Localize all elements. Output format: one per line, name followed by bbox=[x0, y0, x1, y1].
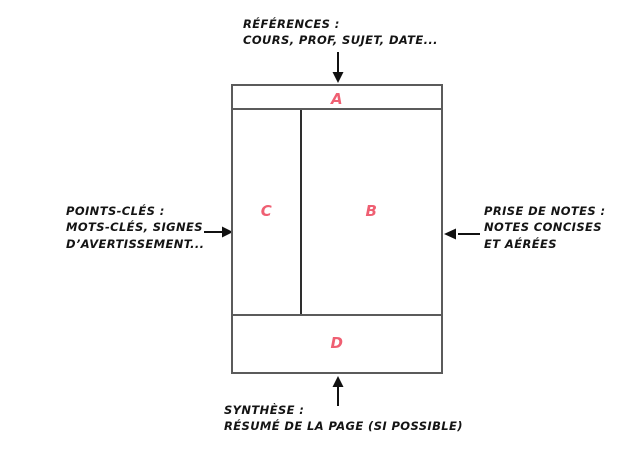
annotation-references-line1: RÉFÉRENCES : bbox=[243, 17, 340, 31]
zone-b-letter: B bbox=[365, 202, 378, 220]
annotation-references-line2: COURS, PROF, SUJET, DATE... bbox=[243, 33, 438, 48]
arrow-down-icon bbox=[332, 52, 344, 83]
annotation-references: RÉFÉRENCES : COURS, PROF, SUJET, DATE... bbox=[243, 16, 438, 49]
zone-middle-row: C B bbox=[233, 110, 441, 316]
arrow-right-icon bbox=[204, 226, 233, 238]
zone-c-letter: C bbox=[260, 202, 273, 220]
annotation-points-cles-line1: POINTS-CLÉS : bbox=[66, 204, 165, 218]
annotation-prise-de-notes-line3: ET AÉRÉES bbox=[484, 236, 557, 251]
annotation-prise-de-notes-line2: NOTES CONCISES bbox=[484, 220, 602, 235]
zone-a-letter: A bbox=[330, 90, 344, 108]
zone-c-points-cles: C bbox=[233, 110, 302, 314]
annotation-synthese-line2: RÉSUMÉ DE LA PAGE (SI POSSIBLE) bbox=[224, 419, 463, 434]
cornell-note-page: A C B D bbox=[231, 84, 443, 374]
zone-a-references: A bbox=[233, 86, 441, 110]
annotation-synthese: SYNTHÈSE : RÉSUMÉ DE LA PAGE (SI POSSIBL… bbox=[224, 402, 463, 435]
annotation-points-cles: POINTS-CLÉS : MOTS-CLÉS, SIGNES D’AVERTI… bbox=[66, 203, 204, 252]
zone-d-letter: D bbox=[330, 334, 344, 352]
annotation-prise-de-notes: PRISE DE NOTES : NOTES CONCISES ET AÉRÉE… bbox=[484, 203, 606, 252]
arrow-up-icon bbox=[332, 376, 344, 406]
annotation-points-cles-line2: MOTS-CLÉS, SIGNES bbox=[66, 220, 203, 235]
annotation-prise-de-notes-line1: PRISE DE NOTES : bbox=[484, 204, 606, 218]
arrow-left-icon bbox=[444, 228, 480, 240]
annotation-points-cles-line3: D’AVERTISSEMENT... bbox=[66, 236, 205, 251]
zone-d-synthese: D bbox=[233, 316, 441, 372]
annotation-synthese-line1: SYNTHÈSE : bbox=[224, 403, 305, 417]
zone-b-prise-de-notes: B bbox=[302, 110, 441, 314]
